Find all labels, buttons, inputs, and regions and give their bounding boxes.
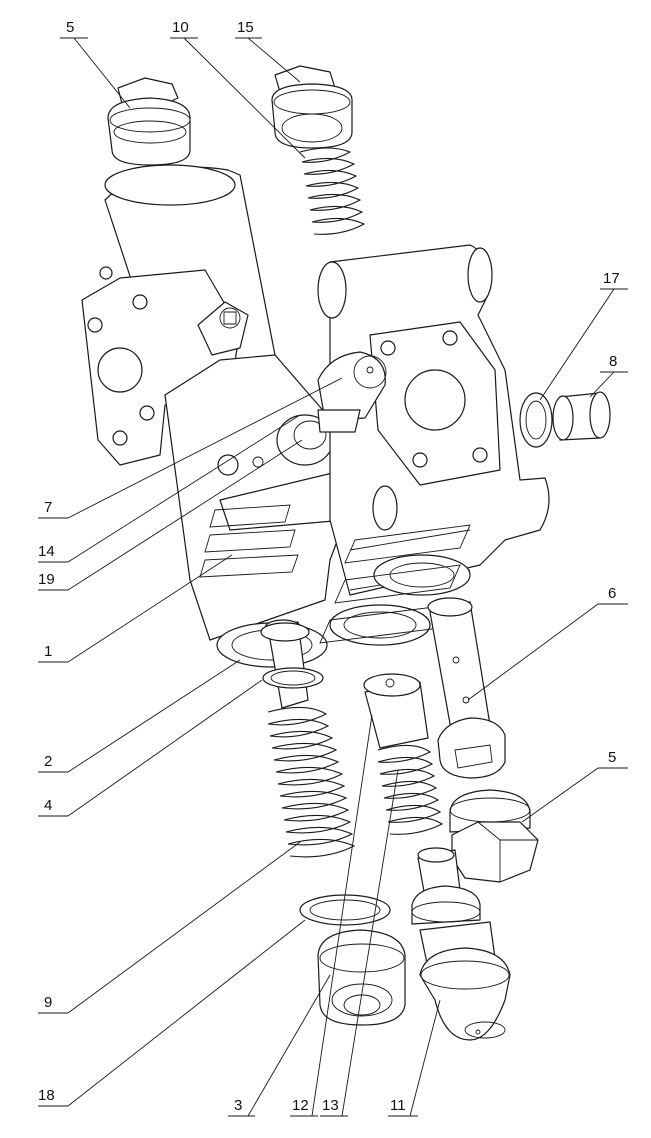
callout-4: 4 (44, 797, 52, 814)
stem-6 (427, 597, 506, 779)
callout-17: 17 (603, 270, 620, 287)
nozzle-7 (317, 351, 387, 433)
bushing-8 (552, 391, 611, 441)
plug-5-top (107, 77, 191, 166)
callout-13: 13 (322, 1097, 339, 1114)
callout-2: 2 (44, 753, 52, 770)
callout-5-top: 5 (66, 19, 74, 36)
injector-11 (411, 847, 511, 1041)
plug-5-bottom (449, 789, 539, 883)
cap-15-top (271, 65, 353, 149)
ring-18 (299, 894, 391, 926)
ring-17 (519, 392, 553, 448)
leader-lines (38, 37, 628, 1117)
callout-5-bottom: 5 (608, 749, 616, 766)
spring-10 (299, 147, 366, 235)
callout-14: 14 (38, 543, 55, 560)
callout-3: 3 (234, 1097, 242, 1114)
callout-7: 7 (44, 499, 52, 516)
callout-19: 19 (38, 571, 55, 588)
callout-6: 6 (608, 585, 616, 602)
stem-12 (363, 673, 429, 749)
callout-9: 9 (44, 994, 52, 1011)
callout-18: 18 (38, 1087, 55, 1104)
callout-10: 10 (172, 19, 189, 36)
cap-3 (317, 929, 406, 1026)
callout-12: 12 (292, 1097, 309, 1114)
spring-13 (377, 744, 444, 835)
callout-8: 8 (609, 353, 617, 370)
spring-9 (267, 706, 356, 858)
valve-body (81, 164, 550, 668)
callout-labels: 5 10 15 17 8 7 14 19 1 6 2 4 5 9 18 3 12… (38, 19, 620, 1114)
callout-15: 15 (237, 19, 254, 36)
callout-1: 1 (44, 643, 52, 660)
callout-11: 11 (390, 1097, 406, 1114)
ring-2 (260, 622, 310, 642)
